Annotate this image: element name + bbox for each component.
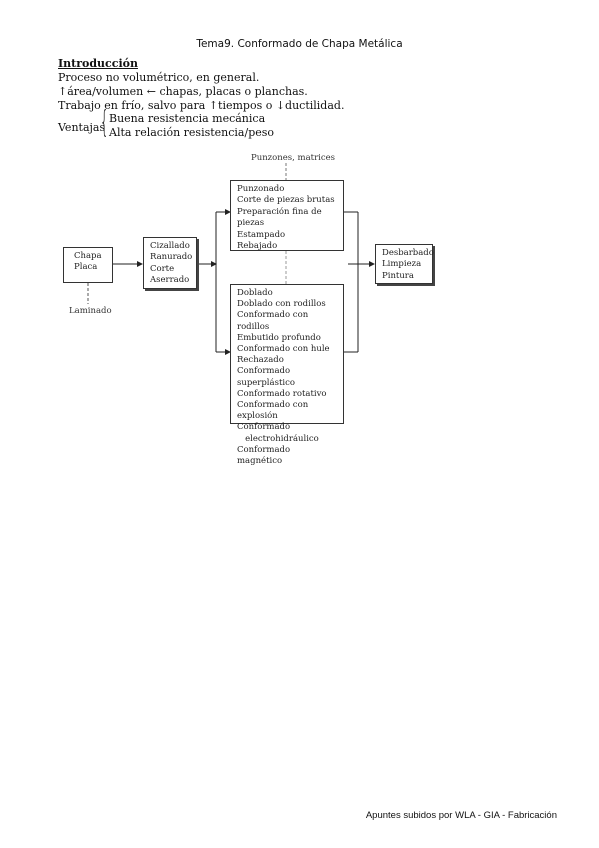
input-box: Chapa Placa — [63, 247, 113, 283]
brace-symbol: { — [100, 105, 109, 140]
section-title: Introducción — [58, 57, 138, 70]
footer-text: Apuntes subidos por WLA - GIA - Fabricac… — [365, 810, 557, 821]
bottom-label: Laminado — [69, 306, 112, 316]
intro-line-3: Trabajo en frío, salvo para ↑tiempos o ↓… — [58, 99, 345, 112]
lower-process-box: Doblado Doblado con rodillos Conformado … — [230, 284, 344, 466]
upper-process-box: Punzonado Corte de piezas brutas Prepara… — [230, 180, 344, 251]
cut-box: Cizallado Ranurado Corte Aserrado — [143, 237, 197, 289]
ventaja-1: Buena resistencia mecánica — [109, 112, 266, 125]
finish-box: Desbarbado Limpieza Pintura — [375, 244, 434, 284]
page-title: Tema9. Conformado de Chapa Metálica — [196, 38, 403, 50]
top-label: Punzones, matrices — [251, 153, 336, 163]
intro-line-1: Proceso no volumétrico, en general. — [58, 71, 260, 84]
ventajas-label: Ventajas — [58, 121, 106, 134]
ventaja-2: Alta relación resistencia/peso — [109, 126, 275, 139]
intro-line-2: ↑área/volumen ← chapas, placas o plancha… — [58, 85, 308, 98]
